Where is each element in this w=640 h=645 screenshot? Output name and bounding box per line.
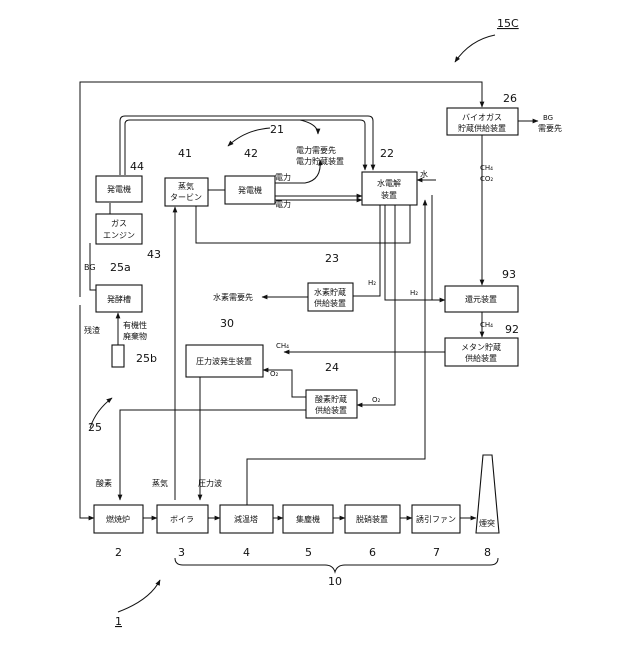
- svg-text:O₂: O₂: [372, 396, 381, 404]
- svg-text:電力: 電力: [275, 172, 291, 182]
- svg-text:H₂: H₂: [410, 289, 418, 297]
- svg-text:BG: BG: [84, 263, 96, 272]
- box-dust-collector: 集塵機 5: [283, 505, 333, 559]
- svg-text:水電解: 水電解: [377, 178, 401, 188]
- svg-text:残渣: 残渣: [84, 325, 100, 335]
- box-electrolyzer: 水電解 装置 22: [362, 147, 417, 205]
- svg-text:H₂: H₂: [368, 279, 376, 287]
- ref-22: 22: [380, 147, 394, 160]
- svg-text:バイオガス: バイオガス: [462, 112, 502, 122]
- svg-text:メタン貯蔵: メタン貯蔵: [461, 342, 501, 352]
- svg-text:水: 水: [420, 169, 428, 179]
- figure-ref: 15C: [497, 17, 519, 30]
- ref-42: 42: [244, 147, 258, 160]
- svg-text:CH₄: CH₄: [480, 164, 493, 172]
- svg-text:燃焼炉: 燃焼炉: [106, 514, 130, 524]
- svg-text:CH₄: CH₄: [276, 342, 289, 350]
- ref-25a: 25a: [110, 261, 131, 274]
- ref-44: 44: [130, 160, 144, 173]
- svg-text:圧力波: 圧力波: [198, 478, 222, 488]
- svg-text:エンジン: エンジン: [103, 231, 135, 240]
- ref-30: 30: [220, 317, 234, 330]
- svg-text:需要先: 需要先: [538, 123, 562, 133]
- box-cooling-tower: 減温塔 4: [220, 505, 273, 559]
- box-denitration: 脱硝装置 6: [345, 505, 400, 559]
- box-power-gen-turbine: 発電機 42: [225, 147, 275, 204]
- svg-text:タービン: タービン: [170, 193, 202, 202]
- box-steam-turbine: 蒸気 タービン 41: [165, 147, 208, 206]
- svg-text:廃棄物: 廃棄物: [123, 331, 147, 341]
- group-ref-25: 25: [88, 421, 102, 434]
- box-fermenter: 発酵槽 25a: [96, 261, 142, 312]
- svg-text:誘引ファン: 誘引ファン: [416, 514, 456, 524]
- svg-text:煙突: 煙突: [479, 518, 495, 528]
- ref-41: 41: [178, 147, 192, 160]
- svg-text:装置: 装置: [381, 190, 397, 200]
- svg-text:貯蔵供給装置: 貯蔵供給装置: [458, 123, 506, 133]
- ref-7: 7: [433, 546, 440, 559]
- svg-text:ガス: ガス: [111, 218, 127, 228]
- svg-text:CH₄: CH₄: [480, 321, 493, 329]
- ref-24: 24: [325, 361, 339, 374]
- svg-text:発電機: 発電機: [238, 185, 262, 195]
- svg-text:CO₂: CO₂: [480, 175, 493, 183]
- system-ref: 1: [115, 615, 122, 628]
- svg-text:水素貯蔵: 水素貯蔵: [314, 287, 346, 297]
- ref-2: 2: [115, 546, 122, 559]
- box-hydrogen-storage: 水素貯蔵 供給装置 23: [308, 252, 353, 311]
- svg-text:蒸気: 蒸気: [178, 181, 194, 191]
- ref-93: 93: [502, 268, 516, 281]
- box-oxygen-storage: 酸素貯蔵 供給装置 24: [306, 361, 357, 418]
- svg-text:電力: 電力: [275, 199, 291, 209]
- group-ref-10: 10: [328, 575, 342, 588]
- ref-23: 23: [325, 252, 339, 265]
- svg-text:減温塔: 減温塔: [234, 514, 258, 524]
- svg-text:発電機: 発電機: [107, 184, 131, 194]
- svg-text:圧力波発生装置: 圧力波発生装置: [196, 356, 252, 366]
- svg-text:ボイラ: ボイラ: [170, 515, 194, 524]
- svg-text:供給装置: 供給装置: [465, 353, 497, 363]
- group-ref-21: 21: [270, 123, 284, 136]
- svg-text:O₂: O₂: [270, 370, 279, 378]
- svg-text:水素需要先: 水素需要先: [213, 292, 253, 302]
- svg-text:BG: BG: [543, 114, 553, 122]
- ref-6: 6: [369, 546, 376, 559]
- svg-text:酸素: 酸素: [96, 478, 112, 488]
- ref-3: 3: [178, 546, 185, 559]
- svg-text:供給装置: 供給装置: [315, 405, 347, 415]
- ref-5: 5: [305, 546, 312, 559]
- ref-4: 4: [243, 546, 250, 559]
- box-boiler: ボイラ 3: [157, 505, 208, 559]
- box-pressure-wave: 圧力波発生装置 30: [186, 317, 263, 377]
- svg-text:還元装置: 還元装置: [465, 294, 497, 304]
- svg-text:有機性: 有機性: [123, 320, 147, 330]
- box-induced-fan: 誘引ファン 7: [412, 505, 460, 559]
- svg-text:酸素貯蔵: 酸素貯蔵: [315, 394, 347, 404]
- ref-8: 8: [484, 546, 491, 559]
- svg-text:発酵槽: 発酵槽: [107, 294, 131, 304]
- ref-92: 92: [505, 323, 519, 336]
- ref-25b: 25b: [136, 352, 157, 365]
- ref-43: 43: [147, 248, 161, 261]
- box-incinerator: 燃焼炉 2: [94, 505, 143, 559]
- svg-text:蒸気: 蒸気: [152, 478, 168, 488]
- svg-text:集塵機: 集塵機: [296, 514, 320, 524]
- svg-text:電力需要先: 電力需要先: [296, 145, 336, 155]
- svg-text:供給装置: 供給装置: [314, 298, 346, 308]
- box-chimney: 煙突 8: [476, 455, 499, 559]
- box-gas-engine: ガス エンジン 43: [96, 214, 161, 261]
- svg-text:脱硝装置: 脱硝装置: [356, 514, 388, 524]
- ref-26: 26: [503, 92, 517, 105]
- svg-text:電力貯蔵装置: 電力貯蔵装置: [296, 156, 344, 166]
- box-small-container: 25b: [112, 345, 157, 367]
